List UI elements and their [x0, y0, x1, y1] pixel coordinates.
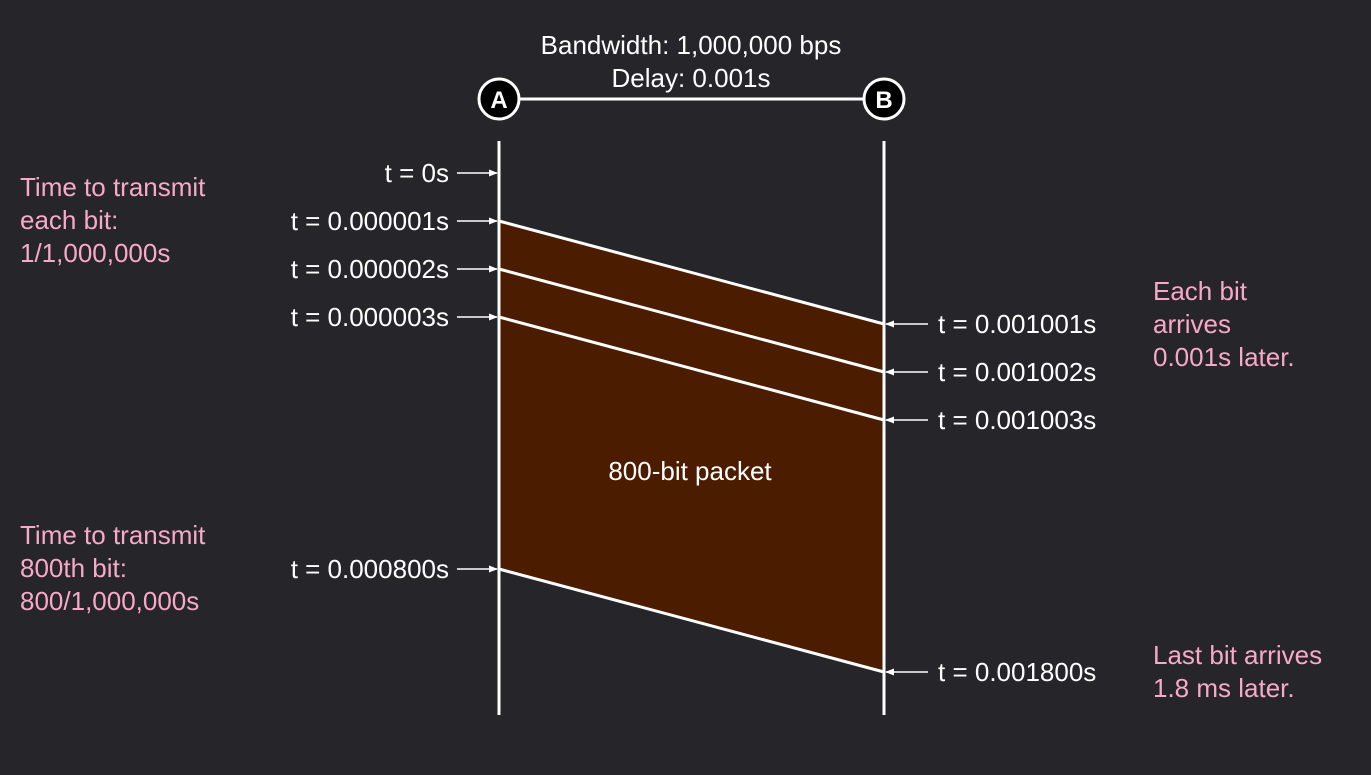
bit-2-line — [498, 267, 885, 374]
last-bit-annotation-line: 800/1,000,000s — [20, 586, 199, 616]
send-time-t1: t = 0.000001s — [291, 206, 449, 236]
last-bit-annotation-line: Time to transmit — [20, 520, 206, 550]
last-bit-annotation: Time to transmit 800th bit: 800/1,000,00… — [20, 520, 206, 616]
node-a-label: A — [490, 87, 507, 114]
bit-800-line — [498, 567, 885, 674]
send-time-t800: t = 0.000800s — [291, 554, 449, 584]
node-a-circle — [477, 77, 521, 121]
bit-1-line — [498, 219, 885, 326]
per-bit-annotation: Time to transmit each bit: 1/1,000,000s — [20, 172, 206, 268]
bit-3-line — [498, 315, 885, 422]
arrival-annotation-line: arrives — [1153, 309, 1231, 339]
per-bit-annotation-line: 1/1,000,000s — [20, 238, 170, 268]
send-time-t3: t = 0.000003s — [291, 302, 449, 332]
node-b-label: B — [875, 87, 892, 114]
last-arrival-annotation-line: 1.8 ms later. — [1153, 673, 1295, 703]
node-b-circle — [862, 77, 906, 121]
delay-label: Delay: 0.001s — [612, 63, 771, 93]
last-bit-annotation-line: 800th bit: — [20, 553, 127, 583]
last-arrival-annotation: Last bit arrives 1.8 ms later. — [1153, 640, 1322, 703]
per-bit-annotation-line: each bit: — [20, 205, 118, 235]
arrival-time-t800: t = 0.001800s — [938, 657, 1096, 687]
arrival-annotation-line: 0.001s later. — [1153, 342, 1295, 372]
arrival-time-t3: t = 0.001003s — [938, 405, 1096, 435]
send-time-t2: t = 0.000002s — [291, 254, 449, 284]
arrival-time-t1: t = 0.001001s — [938, 309, 1096, 339]
packet-label: 800-bit packet — [608, 456, 772, 486]
node-a: A — [477, 77, 521, 121]
arrival-time-t2: t = 0.001002s — [938, 357, 1096, 387]
per-bit-annotation-line: Time to transmit — [20, 172, 206, 202]
node-b: B — [862, 77, 906, 121]
packet-region — [499, 221, 884, 672]
send-time-t0: t = 0s — [385, 158, 449, 188]
bandwidth-label: Bandwidth: 1,000,000 bps — [541, 30, 842, 60]
arrival-annotation-line: Each bit — [1153, 276, 1248, 306]
arrival-annotation: Each bit arrives 0.001s later. — [1153, 276, 1295, 372]
last-arrival-annotation-line: Last bit arrives — [1153, 640, 1322, 670]
